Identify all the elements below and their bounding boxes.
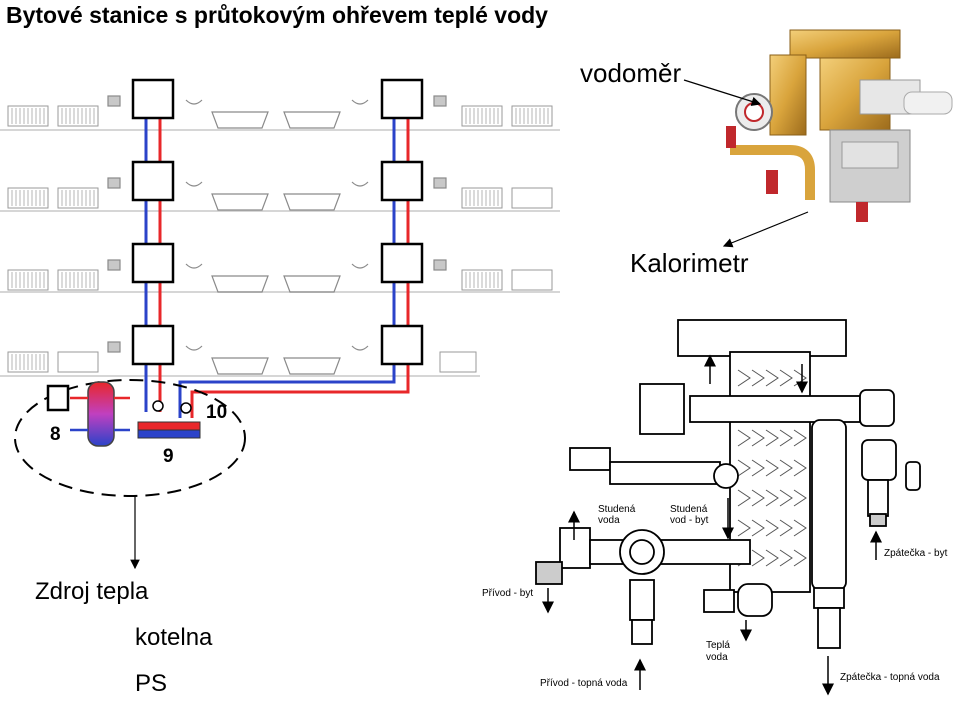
station-photo	[726, 29, 953, 222]
apartment-stations	[131, 78, 424, 366]
hot-water-label-2: voda	[706, 652, 728, 663]
number-9: 9	[163, 446, 174, 467]
ps-label: PS	[135, 670, 168, 697]
sanitary-fixtures	[107, 95, 447, 375]
distributor-header	[137, 421, 201, 431]
return-flat-label: Zpátečka - byt	[884, 548, 948, 559]
station-technical-drawing	[535, 319, 921, 649]
arrow-icon	[722, 211, 809, 248]
calorimeter-label: Kalorimetr	[630, 248, 749, 278]
supply-heating-label: Přívod - topná voda	[540, 678, 628, 689]
floor-lines	[0, 129, 560, 377]
number-8: 8	[50, 424, 61, 445]
number-10: 10	[206, 402, 227, 423]
supply-flat-label: Přívod - byt	[482, 588, 533, 599]
source-unit-8	[46, 384, 70, 412]
cold-water-flat-label-2: vod - byt	[670, 515, 709, 526]
heat-source-label: Zdroj tepla	[35, 578, 149, 605]
flow-arrows	[542, 354, 882, 696]
page-title: Bytové stanice s průtokovým ohřevem tepl…	[6, 2, 548, 28]
radiators	[7, 105, 553, 373]
return-heating-label: Zpátečka - topná voda	[840, 672, 940, 683]
pump-icon	[180, 402, 192, 414]
boiler-room-label: kotelna	[135, 624, 213, 651]
cold-water-flat-label-1: Studená	[670, 504, 708, 515]
heat-source-group: 8 9 10	[14, 379, 246, 570]
arrow-icon	[683, 79, 762, 107]
hot-water-label-1: Teplá	[706, 640, 730, 651]
water-meter-label: vodoměr	[580, 58, 682, 88]
cold-water-label-1: Studená	[598, 504, 636, 515]
cold-water-label-2: voda	[598, 515, 620, 526]
pump-icon	[152, 400, 164, 412]
storage-tank	[87, 381, 115, 447]
riser-pipes	[144, 118, 410, 418]
